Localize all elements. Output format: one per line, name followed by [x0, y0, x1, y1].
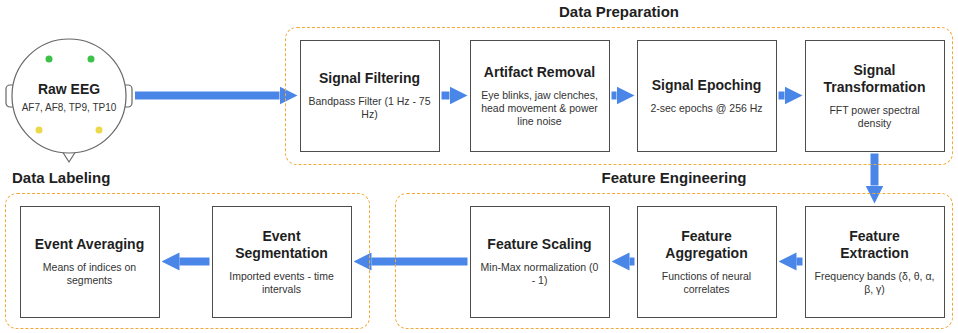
flow-arrow [612, 92, 617, 100]
flow-arrow [442, 92, 450, 100]
stage-group: Feature EngineeringFeature ScalingMin-Ma… [395, 193, 953, 329]
flow-arrow [180, 258, 210, 266]
electrode-dot [96, 127, 103, 134]
node-description: Bandpass Filter (1 Hz - 75 Hz) [309, 95, 431, 121]
node-description: Frequency bands (δ, θ, α, β, γ) [814, 270, 936, 296]
flow-arrow [779, 92, 785, 100]
electrode-dot [46, 56, 53, 63]
process-box: Feature AggregationFunctions of neural c… [637, 206, 777, 318]
node-title: Feature Scaling [487, 236, 591, 253]
stage-group: Data LabelingEvent AveragingMeans of ind… [5, 193, 370, 329]
flow-arrow [797, 258, 803, 266]
process-box: Event SegmentationImported events - time… [212, 206, 352, 318]
process-box: Signal FilteringBandpass Filter (1 Hz - … [300, 40, 440, 152]
electrode-dot [36, 127, 43, 134]
node-title: Artifact Removal [484, 64, 595, 81]
node-description: Functions of neural correlates [646, 270, 768, 296]
flow-arrow [630, 258, 635, 266]
node-title: Feature Extraction [814, 228, 936, 262]
node-title: Raw EEG [38, 81, 100, 98]
node-description: 2-sec epochs @ 256 Hz [650, 102, 762, 115]
node-description: AF7, AF8, TP9, TP10 [22, 101, 117, 114]
group-heading: Data Preparation [286, 3, 952, 21]
head-outline [5, 30, 133, 170]
eeg-head: Raw EEG AF7, AF8, TP9, TP10 [5, 30, 133, 170]
process-box: Signal TransformationFFT power spectral … [805, 40, 945, 152]
node-title: Event Averaging [35, 236, 144, 253]
node-title: Signal Transformation [814, 62, 936, 96]
process-box: Event AveragingMeans of indices on segme… [20, 206, 160, 318]
process-box: Feature ScalingMin-Max normalization (0 … [470, 206, 610, 318]
electrode-dot [88, 56, 95, 63]
node-description: Imported events - time intervals [221, 270, 343, 296]
process-box: Artifact RemovalEye blinks, jaw clenches… [470, 40, 610, 152]
node-title: Signal Epoching [652, 77, 762, 94]
process-box: Signal Epoching 2-sec epochs @ 256 Hz [637, 40, 777, 152]
group-heading: Feature Engineering [396, 169, 952, 187]
node-title: Event Segmentation [221, 228, 343, 262]
group-heading: Data Labeling [12, 169, 110, 187]
node-description: Eye blinks, jaw clenches, head movement … [479, 89, 601, 128]
stage-group: Data PreparationSignal FilteringBandpass… [285, 27, 953, 165]
node-description: Means of indices on segments [29, 261, 151, 287]
node-title: Feature Aggregation [646, 228, 768, 262]
flow-arrow [871, 154, 879, 186]
flow-arrow [372, 258, 468, 266]
node-description: Min-Max normalization (0 - 1) [479, 261, 601, 287]
node-title: Signal Filtering [319, 70, 420, 87]
node-description: FFT power spectral density [814, 104, 936, 130]
process-box: Feature ExtractionFrequency bands (δ, θ,… [805, 206, 945, 318]
flow-arrow [135, 92, 280, 100]
head-circle [12, 39, 126, 153]
